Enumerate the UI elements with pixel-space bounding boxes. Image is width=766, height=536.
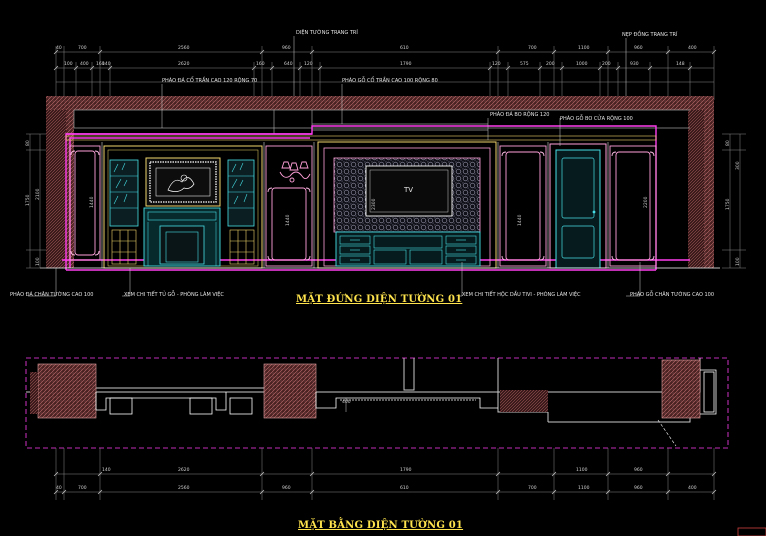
elevation-title: MẶT ĐỨNG DIỆN TƯỜNG 01 <box>296 294 463 305</box>
note-ceiling-mid: PHÀO GỖ CỔ TRẦN CAO 100 RỘNG 80 <box>342 78 438 84</box>
plan-dimension-lines <box>55 448 715 500</box>
dim-top-r2-7: 120 <box>304 62 313 67</box>
dim-top-r2-2: 160 <box>96 62 105 67</box>
plan-column-left <box>37 363 97 419</box>
crown-molding <box>65 135 657 141</box>
wall-sconce <box>279 161 311 183</box>
plan-wall-block <box>500 390 548 412</box>
plan-walls <box>26 358 701 423</box>
dim-plan-r2-8: 400 <box>688 486 697 491</box>
dim-plan-r2-3: 960 <box>282 486 291 491</box>
note-top-right: NẸP ĐỒNG TRANG TRÍ <box>622 32 678 38</box>
side-dimension-lines <box>26 133 746 269</box>
dim-top-r2-10: 575 <box>520 62 529 67</box>
dim-top-r2-5: 160 <box>256 62 265 67</box>
dim-right-2: 1750 <box>726 198 731 210</box>
dim-plan-r2-5: 700 <box>528 486 537 491</box>
top-dimension-lines <box>55 46 715 100</box>
right-panel-2 <box>609 145 657 267</box>
dim-plan-r1-3: 1100 <box>576 468 588 473</box>
plan-wall-left <box>30 372 38 414</box>
dim-right-0: 80 <box>726 140 731 146</box>
tv-label: TV <box>404 186 414 194</box>
left-wall-panel <box>69 145 101 261</box>
plan-furniture <box>95 369 717 415</box>
note-ceiling-left: PHÀO ĐÁ CỔ TRẦN CAO 120 RỘNG 70 <box>162 78 258 84</box>
note-bottom-2: XEM CHI TIẾT TỦ GỖ - PHÒNG LÀM VIỆC <box>124 292 224 298</box>
dim-top-r2-15: 148 <box>676 62 685 67</box>
dim-top-r2-3: 140 <box>102 62 111 67</box>
dim-panel-2: 2300 <box>372 198 377 210</box>
ceiling-lines <box>73 109 690 135</box>
dim-left-1: 2100 <box>36 188 41 200</box>
plan-drawing <box>25 357 729 500</box>
dim-plan-r1-1: 2620 <box>178 468 190 473</box>
tv-wall <box>317 141 497 269</box>
dim-top-r1-5: 700 <box>528 46 537 51</box>
dim-right-1: 300 <box>736 161 741 170</box>
right-wall-inner <box>688 110 704 268</box>
dim-top-r2-12: 1000 <box>576 62 588 67</box>
dim-plan-r2-0: 40 <box>56 486 62 491</box>
right-panel-1 <box>499 145 547 267</box>
dim-top-r2-4: 2620 <box>178 62 190 67</box>
note-frame-1: PHÀO ĐÁ BO RỘNG 120 <box>490 112 550 118</box>
dim-left-3: 100 <box>36 257 41 266</box>
mid-left-panel <box>265 145 313 267</box>
plan-dim-label: 400 <box>342 400 351 405</box>
dim-plan-r1-2: 1790 <box>400 468 412 473</box>
dim-top-r2-1: 400 <box>80 62 89 67</box>
dim-top-r1-4: 610 <box>400 46 409 51</box>
dim-plan-r1-0: 140 <box>102 468 111 473</box>
dim-top-r2-9: 120 <box>492 62 501 67</box>
dim-ticks <box>53 49 717 71</box>
dim-plan-r2-4: 610 <box>400 486 409 491</box>
dim-top-r1-0: 40 <box>56 46 62 51</box>
dim-plan-r2-6: 1100 <box>578 486 590 491</box>
door <box>549 143 607 269</box>
dim-top-r1-2: 2560 <box>178 46 190 51</box>
dim-top-r1-8: 400 <box>688 46 697 51</box>
plan-column-mid <box>263 363 317 419</box>
dim-top-r2-14: 930 <box>630 62 639 67</box>
dim-top-r1-6: 1100 <box>578 46 590 51</box>
dim-plan-r2-1: 700 <box>78 486 87 491</box>
plan-dim-ticks <box>53 471 717 495</box>
note-top-wall: DIỆN TƯỜNG TRANG TRÍ <box>296 30 358 36</box>
dim-top-r2-6: 640 <box>284 62 293 67</box>
dim-plan-r1-4: 960 <box>634 468 643 473</box>
dim-panel-4: 2200 <box>644 196 649 208</box>
dim-panel-3: 1440 <box>518 214 523 226</box>
dim-top-r1-1: 700 <box>78 46 87 51</box>
dim-left-0: 80 <box>26 140 31 146</box>
plan-column-right <box>661 359 701 419</box>
pilasters <box>101 142 609 268</box>
plan-door-swing <box>657 419 677 447</box>
dim-top-r2-0: 100 <box>64 62 73 67</box>
dim-panel-0: 1440 <box>90 196 95 208</box>
ceiling-beam <box>46 96 714 110</box>
left-wall-inner <box>46 110 66 268</box>
dim-left-2: 1750 <box>26 194 31 206</box>
dim-plan-r2-2: 2560 <box>178 486 190 491</box>
dim-top-r1-3: 960 <box>282 46 291 51</box>
dim-top-r2-11: 200 <box>546 62 555 67</box>
left-cabinet <box>103 145 263 269</box>
note-frame-2: PHÀO GỖ BO CỬA RỘNG 100 <box>560 116 633 122</box>
dim-top-r2-13: 200 <box>602 62 611 67</box>
plan-title: MẶT BẰNG DIỆN TƯỜNG 01 <box>298 520 464 531</box>
leader-lines <box>28 36 641 297</box>
dim-plan-r2-7: 960 <box>634 486 643 491</box>
note-bottom-4: PHÀO GỖ CHÂN TƯỜNG CAO 100 <box>630 292 715 298</box>
dim-panel-1: 1440 <box>286 214 291 226</box>
elevation-drawing <box>26 36 746 297</box>
title-block-corner <box>737 527 766 536</box>
note-bottom-3: XEM CHI TIẾT HỘC DẦU TIVI - PHÒNG LÀM VI… <box>462 292 581 298</box>
plan-boundary <box>25 357 729 449</box>
dim-right-3: 100 <box>736 257 741 266</box>
dim-top-r2-8: 1790 <box>400 62 412 67</box>
note-bottom-1: PHÀO ĐÁ CHÂN TƯỜNG CAO 100 <box>10 292 94 298</box>
dim-top-r1-7: 960 <box>634 46 643 51</box>
